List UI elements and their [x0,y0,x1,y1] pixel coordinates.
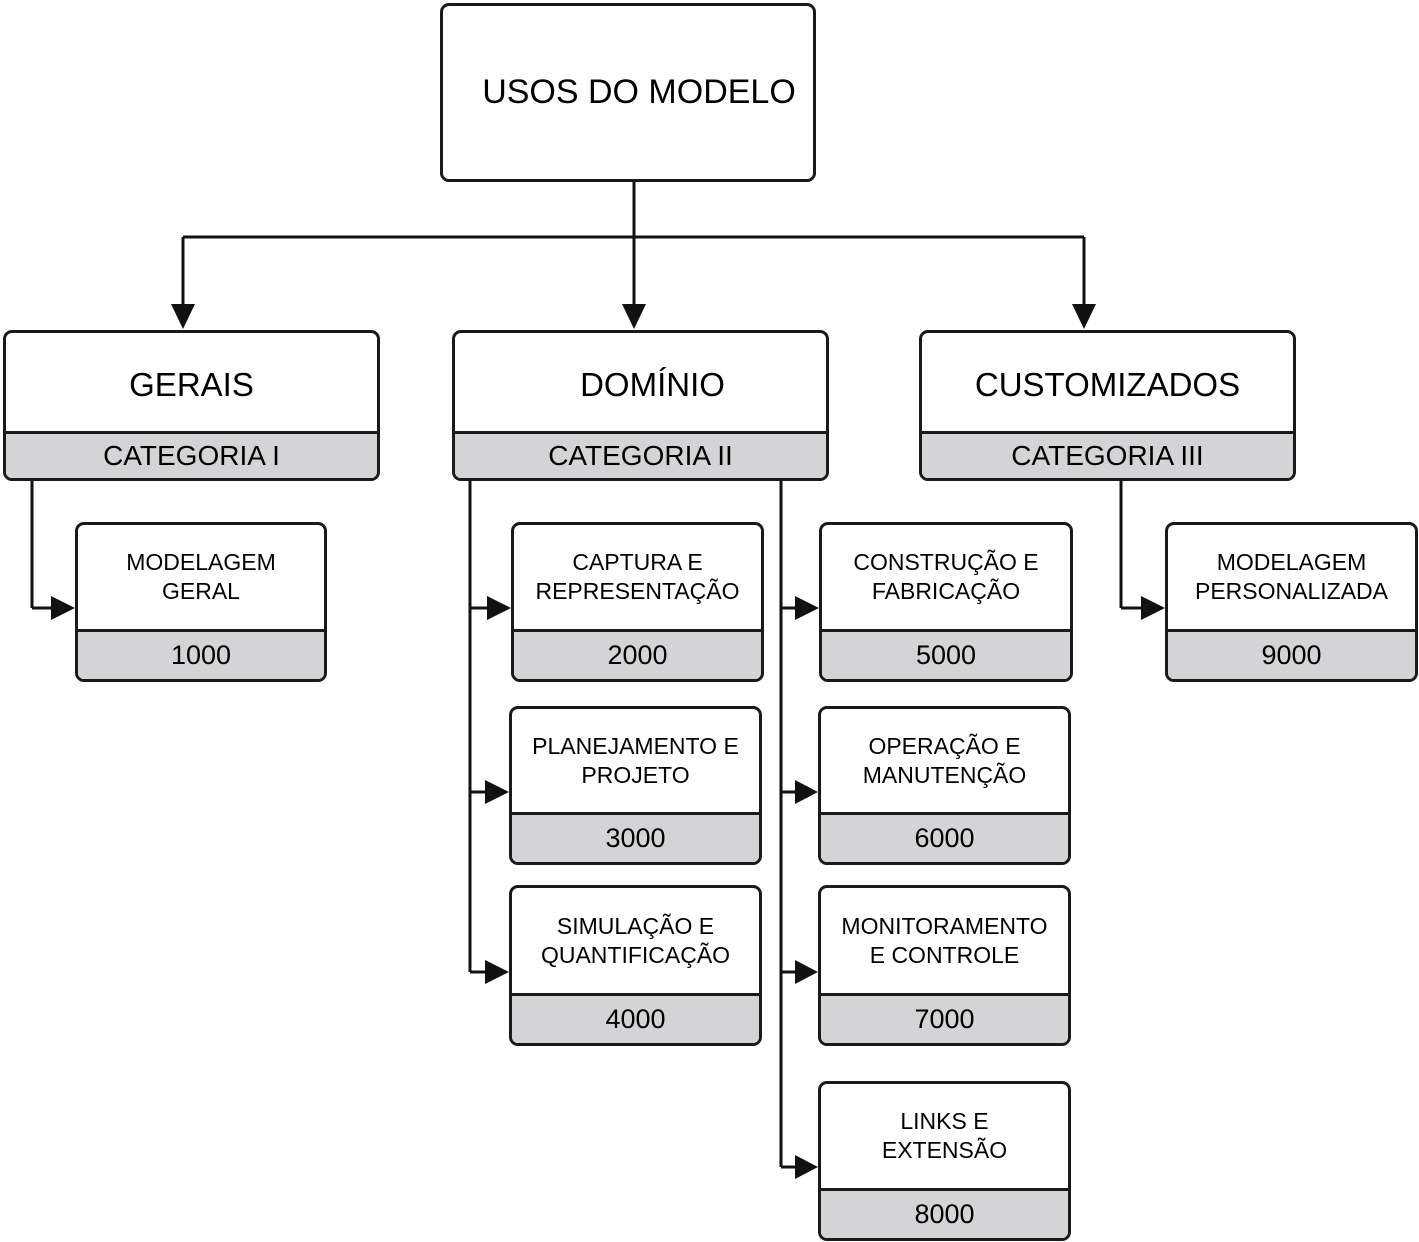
arrow-down-dominio [622,304,646,329]
use-code: 7000 [821,993,1068,1043]
arrow-down-gerais [171,304,195,329]
use-title-line2: REPRESENTAÇÃO [535,578,740,604]
category-dominio: DOMÍNIO CATEGORIA II [452,330,829,481]
use-title-line2: PROJETO [581,761,690,788]
use-title-line1: MODELAGEM [126,549,276,575]
category-label: CATEGORIA I [6,431,377,478]
category-customizados: CUSTOMIZADOS CATEGORIA III [919,330,1296,481]
use-box-9000: MODELAGEM PERSONALIZADA 9000 [1165,522,1418,682]
use-code: 3000 [512,812,759,862]
category-label: CATEGORIA II [455,431,826,478]
use-title-line1: MODELAGEM [1216,549,1367,575]
use-code: 1000 [78,629,324,679]
root-title: USOS DO MODELO [482,73,796,111]
use-box-5000: CONSTRUÇÃO E FABRICAÇÃO 5000 [819,522,1073,682]
use-title-line2: FABRICAÇÃO [871,578,1021,604]
use-title-line1: OPERAÇÃO E [868,732,1021,759]
use-code: 2000 [514,629,761,679]
use-title-line2: PERSONALIZADA [1195,578,1388,604]
use-title-line1: PLANEJAMENTO E [532,732,739,759]
use-box-1000: MODELAGEM GERAL 1000 [75,522,327,682]
use-title-line2: MANUTENÇÃO [862,761,1027,788]
category-name: DOMÍNIO [580,366,725,403]
category-label: CATEGORIA III [922,431,1293,478]
category-gerais: GERAIS CATEGORIA I [3,330,380,481]
use-title-line1: CONSTRUÇÃO E [853,549,1039,575]
category-name: CUSTOMIZADOS [974,366,1241,403]
use-title: MODELAGEM PERSONALIZADA [1168,525,1415,629]
use-code: 9000 [1168,629,1415,679]
use-code: 5000 [822,629,1070,679]
use-title-line2: GERAL [162,578,240,604]
use-title-line1: SIMULAÇÃO E [556,912,715,939]
root-node: USOS DO MODELO [440,3,816,182]
use-code: 8000 [821,1188,1068,1238]
use-title-line1: CAPTURA E [572,549,703,575]
use-title-line1: MONITORAMENTO [841,912,1048,939]
use-box-2000: CAPTURA E REPRESENTAÇÃO 2000 [511,522,764,682]
use-code: 6000 [821,812,1068,862]
use-title-line2: EXTENSÃO [881,1137,1008,1163]
use-title: CAPTURA E REPRESENTAÇÃO [514,525,761,629]
use-title: LINKS E EXTENSÃO [821,1084,1068,1188]
arrow-down-customizados [1072,304,1096,329]
use-code: 4000 [512,993,759,1043]
category-name: GERAIS [129,366,254,403]
use-title: CONSTRUÇÃO E FABRICAÇÃO [822,525,1070,629]
use-title-line1: LINKS E [900,1108,989,1134]
use-title-line2: E CONTROLE [869,941,1020,968]
use-box-8000: LINKS E EXTENSÃO 8000 [818,1081,1071,1241]
use-title-line2: QUANTIFICAÇÃO [540,941,731,968]
use-title: MODELAGEM GERAL [78,525,324,629]
